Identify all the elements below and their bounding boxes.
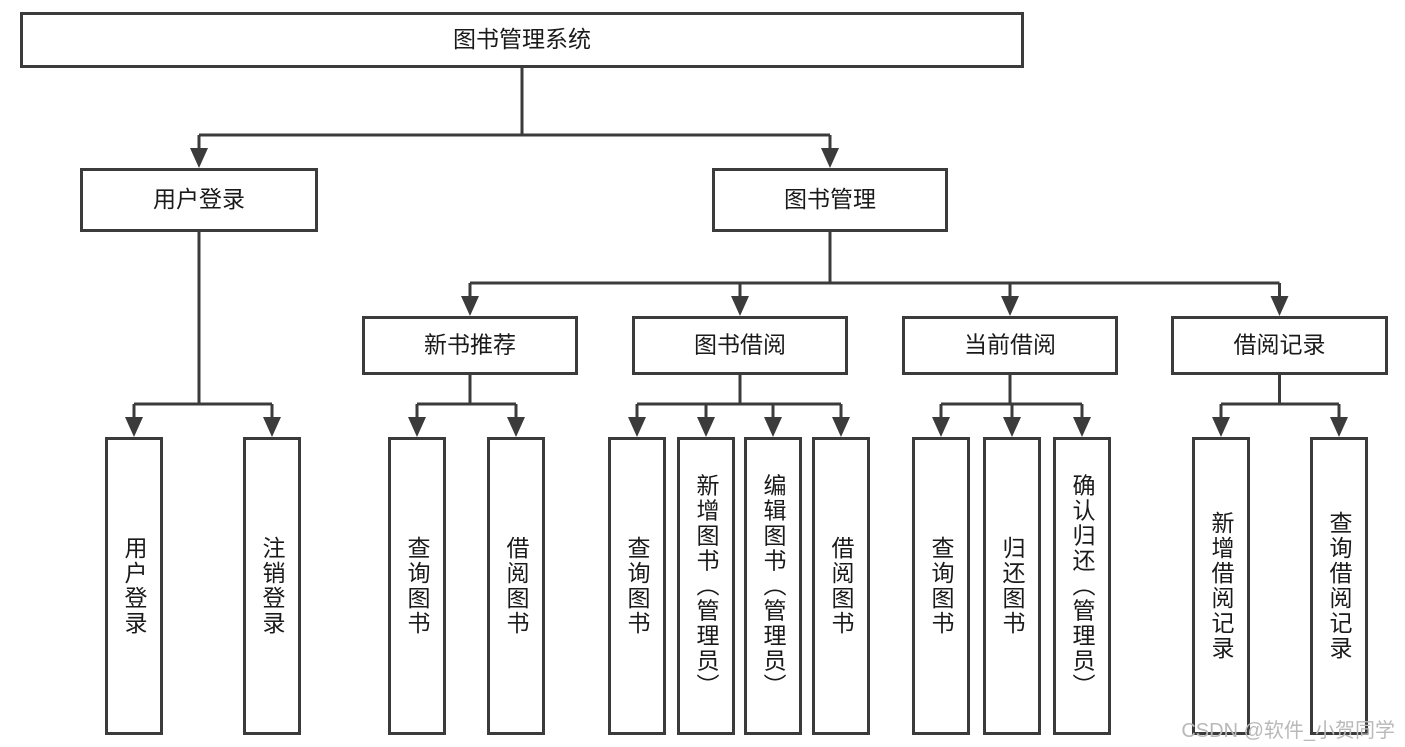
node-box-leaf-borrow-book: [812, 437, 870, 735]
arrow-head-icon-leaf-query-book-current: [932, 417, 950, 437]
arrow-head-icon-leaf-edit-book-admin: [764, 417, 782, 437]
node-leaf-user-login[interactable]: 用户登录: [105, 437, 163, 735]
node-layer: 图书管理系统用户登录图书管理新书推荐图书借阅当前借阅借阅记录用户登录注销登录查询…: [20, 12, 1388, 735]
connector-layer: [125, 68, 1348, 437]
node-leaf-query-book-borrow[interactable]: 查询图书: [608, 437, 666, 735]
node-label-leaf-query-book-current: 查询图书: [928, 536, 955, 636]
node-box-leaf-edit-book-admin: [744, 437, 802, 735]
node-label-leaf-query-book-recommend: 查询图书: [404, 536, 431, 636]
node-leaf-query-book-recommend[interactable]: 查询图书: [388, 437, 446, 735]
node-box-leaf-return-book: [983, 437, 1041, 735]
node-leaf-add-borrow-record[interactable]: 新增借阅记录: [1192, 437, 1250, 735]
node-box-leaf-add-book-admin: [677, 437, 735, 735]
arrow-head-icon-leaf-add-book-admin: [697, 417, 715, 437]
node-label-borrow-record: 借阅记录: [1234, 332, 1326, 358]
arrow-head-icon-leaf-add-borrow-record: [1212, 417, 1230, 437]
node-label-book-management: 图书管理: [784, 186, 876, 212]
node-leaf-query-borrow-record[interactable]: 查询借阅记录: [1310, 437, 1368, 735]
node-box-user-login: [80, 168, 318, 232]
node-box-leaf-query-book-borrow: [608, 437, 666, 735]
arrow-head-icon-leaf-borrow-book: [832, 417, 850, 437]
node-label-leaf-query-borrow-record: 查询借阅记录: [1326, 511, 1353, 661]
node-label-book-borrow: 图书借阅: [694, 332, 786, 358]
arrow-head-icon-leaf-query-book-recommend: [408, 417, 426, 437]
node-label-leaf-add-borrow-record: 新增借阅记录: [1208, 511, 1235, 661]
node-leaf-return-book[interactable]: 归还图书: [983, 437, 1041, 735]
node-label-new-book-recommend: 新书推荐: [424, 332, 516, 358]
node-user-login[interactable]: 用户登录: [80, 168, 318, 232]
node-leaf-logout-login[interactable]: 注销登录: [243, 437, 301, 735]
node-box-root: [20, 12, 1024, 68]
node-box-book-management: [712, 168, 948, 232]
node-label-leaf-confirm-return-admin: 确认归还（管理员）: [1069, 474, 1096, 699]
node-leaf-borrow-book[interactable]: 借阅图书: [812, 437, 870, 735]
node-current-borrow[interactable]: 当前借阅: [902, 316, 1118, 375]
node-box-book-borrow: [632, 316, 848, 375]
node-label-user-login: 用户登录: [153, 186, 245, 212]
node-label-leaf-return-book: 归还图书: [999, 536, 1026, 636]
node-label-root: 图书管理系统: [453, 26, 591, 52]
node-new-book-recommend[interactable]: 新书推荐: [362, 316, 578, 375]
node-book-borrow[interactable]: 图书借阅: [632, 316, 848, 375]
node-box-leaf-user-login: [105, 437, 163, 735]
node-label-current-borrow: 当前借阅: [964, 332, 1056, 358]
node-leaf-add-book-admin[interactable]: 新增图书（管理员）: [677, 437, 735, 735]
node-label-leaf-add-book-admin: 新增图书（管理员）: [693, 474, 720, 699]
node-label-leaf-borrow-book-recommend: 借阅图书: [503, 536, 530, 636]
arrow-head-icon-book-management: [821, 148, 839, 168]
node-box-leaf-query-book-current: [912, 437, 970, 735]
arrow-head-icon-leaf-user-login: [125, 417, 143, 437]
node-root[interactable]: 图书管理系统: [20, 12, 1024, 68]
arrow-head-icon-new-book-recommend: [461, 296, 479, 316]
arrow-head-icon-leaf-confirm-return-admin: [1073, 417, 1091, 437]
arrow-head-icon-leaf-logout-login: [263, 417, 281, 437]
arrow-head-icon-leaf-borrow-book-recommend: [507, 417, 525, 437]
node-box-leaf-logout-login: [243, 437, 301, 735]
arrow-head-icon-user-login: [190, 148, 208, 168]
arrow-head-icon-current-borrow: [1001, 296, 1019, 316]
node-label-leaf-edit-book-admin: 编辑图书（管理员）: [760, 474, 787, 699]
node-box-leaf-borrow-book-recommend: [487, 437, 545, 735]
node-box-leaf-query-book-recommend: [388, 437, 446, 735]
arrow-head-icon-borrow-record: [1270, 296, 1289, 316]
node-label-leaf-query-book-borrow: 查询图书: [624, 536, 651, 636]
arrow-head-icon-leaf-query-borrow-record: [1330, 417, 1348, 437]
node-borrow-record[interactable]: 借阅记录: [1171, 316, 1388, 375]
arrow-head-icon-leaf-query-book-borrow: [628, 417, 646, 437]
node-leaf-borrow-book-recommend[interactable]: 借阅图书: [487, 437, 545, 735]
node-leaf-edit-book-admin[interactable]: 编辑图书（管理员）: [744, 437, 802, 735]
node-book-management[interactable]: 图书管理: [712, 168, 948, 232]
node-leaf-query-book-current[interactable]: 查询图书: [912, 437, 970, 735]
node-box-leaf-add-borrow-record: [1192, 437, 1250, 735]
node-box-leaf-query-borrow-record: [1310, 437, 1368, 735]
node-box-new-book-recommend: [362, 316, 578, 375]
arrow-head-icon-leaf-return-book: [1003, 417, 1021, 437]
node-label-leaf-borrow-book: 借阅图书: [828, 536, 855, 636]
node-leaf-confirm-return-admin[interactable]: 确认归还（管理员）: [1053, 437, 1111, 735]
node-box-leaf-confirm-return-admin: [1053, 437, 1111, 735]
node-label-leaf-logout-login: 注销登录: [259, 536, 286, 636]
arrow-head-icon-book-borrow: [731, 296, 749, 316]
node-box-borrow-record: [1171, 316, 1388, 375]
node-label-leaf-user-login: 用户登录: [121, 536, 148, 636]
node-box-current-borrow: [902, 316, 1118, 375]
